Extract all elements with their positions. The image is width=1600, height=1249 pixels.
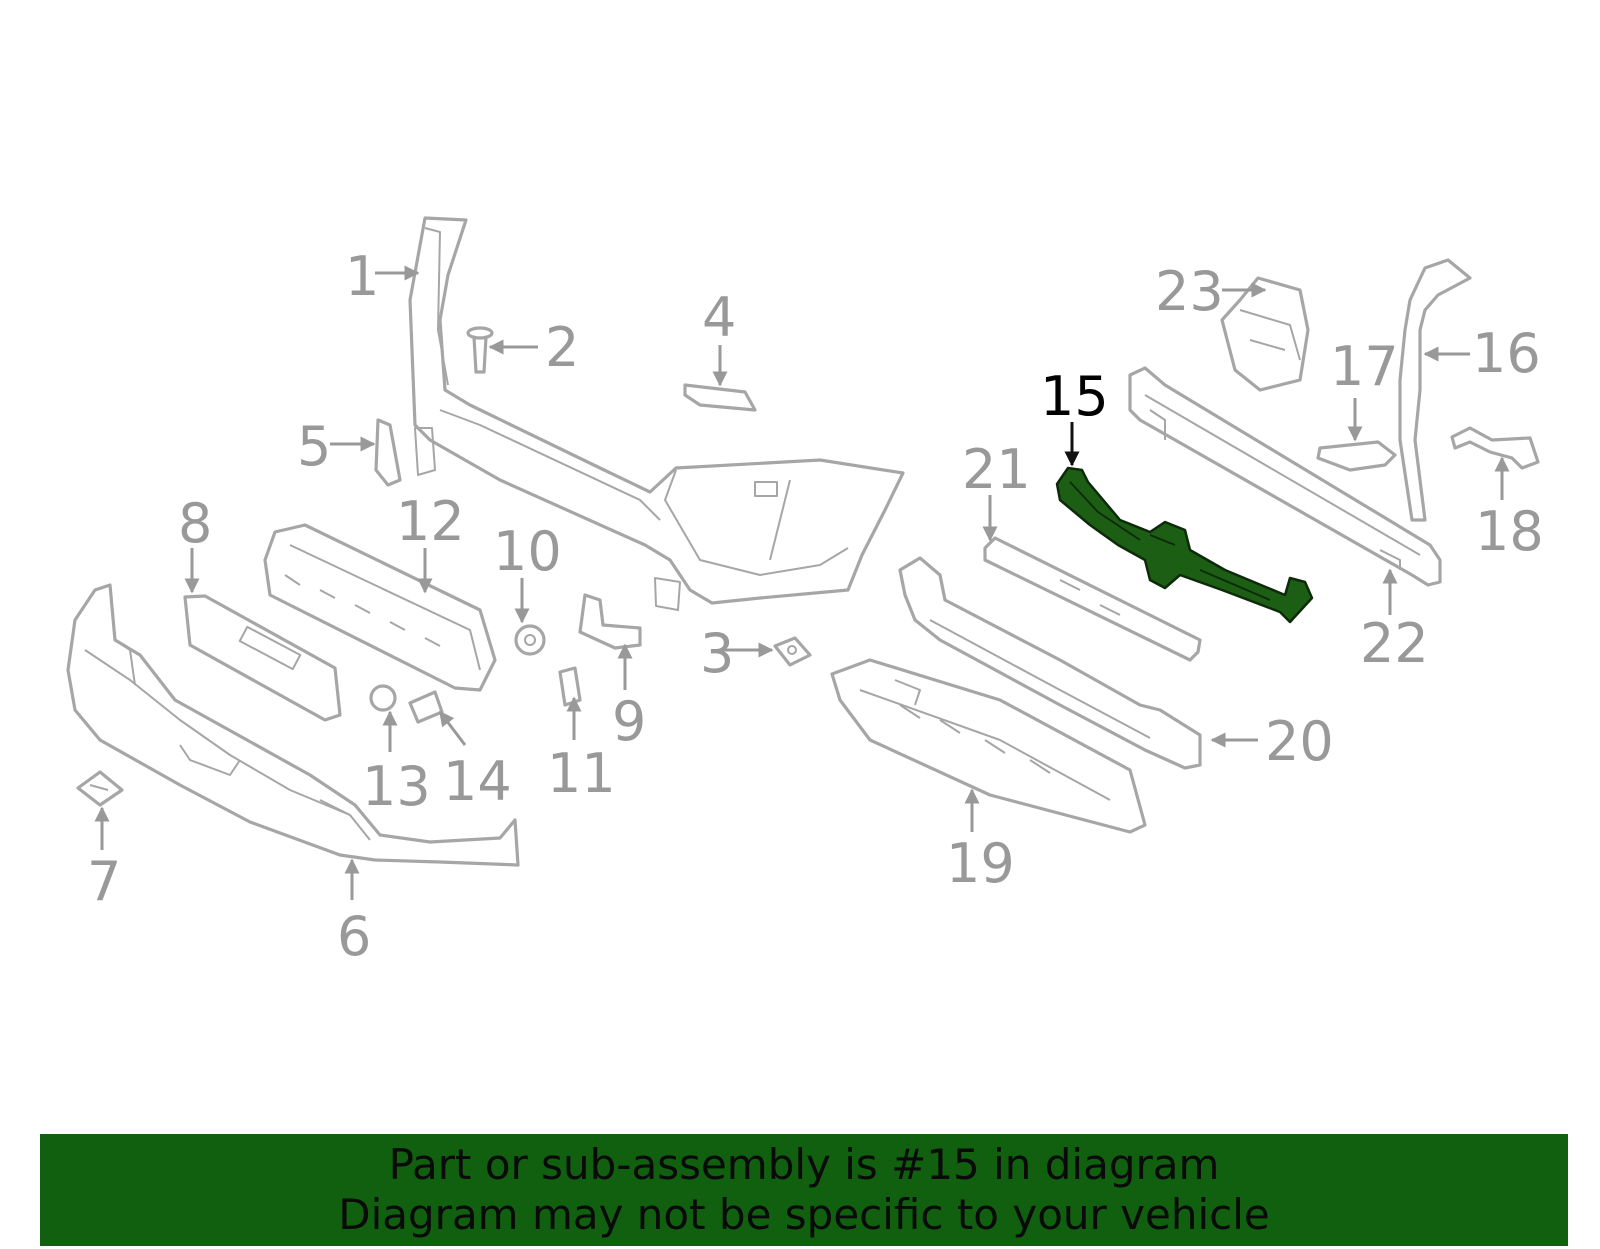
part-18-bracket: [1450, 426, 1540, 470]
callout-21: 21: [962, 438, 1031, 501]
part-5-reflector: [374, 418, 402, 487]
part-6-lower-bumper: [66, 583, 520, 867]
callout-10: 10: [493, 520, 562, 583]
part-12-grille-carrier: [263, 523, 497, 692]
callout-18: 18: [1475, 500, 1544, 563]
part-7-clip: [76, 770, 124, 807]
callout-5: 5: [297, 415, 331, 478]
leader-14: [438, 710, 467, 746]
callout-15: 15: [1040, 365, 1109, 428]
part-23-bracket: [1220, 276, 1310, 392]
callout-12: 12: [396, 490, 465, 553]
callout-7: 7: [87, 850, 121, 913]
info-banner: Part or sub-assembly is #15 in diagram D…: [40, 1134, 1568, 1246]
part-10-grommet: [514, 624, 546, 656]
leader-lines: [94, 265, 1510, 900]
callout-2: 2: [545, 316, 579, 379]
part-17-bracket: [1316, 440, 1397, 472]
callout-8: 8: [178, 492, 212, 555]
part-13-grommet: [369, 684, 397, 712]
callout-17: 17: [1330, 335, 1399, 398]
part-2-push-pin: [466, 326, 494, 374]
part-14-block: [408, 690, 444, 724]
callout-labels: 1 2 3 4 5 6 7 8 9 10 11 12 13 14 15 16 1…: [87, 245, 1544, 968]
part-1-bumper-cover: [408, 216, 905, 611]
part-20-absorber: [898, 556, 1202, 770]
callout-19: 19: [946, 832, 1015, 895]
callout-1: 1: [345, 245, 379, 308]
part-22-reinforcement-beam: [1128, 366, 1442, 587]
part-19-undertray: [830, 658, 1147, 834]
banner-line-part-number: Part or sub-assembly is #15 in diagram: [388, 1140, 1220, 1189]
part-16-bracket: [1398, 258, 1472, 522]
callout-23: 23: [1155, 260, 1224, 323]
callout-3: 3: [700, 622, 734, 685]
callout-20: 20: [1265, 710, 1334, 773]
part-15-reinforcement-highlighted: [1055, 466, 1314, 624]
banner-line-disclaimer: Diagram may not be specific to your vehi…: [338, 1190, 1270, 1239]
part-11-clip: [558, 666, 582, 707]
callout-11: 11: [547, 742, 616, 805]
callout-14: 14: [443, 750, 512, 813]
callout-16: 16: [1472, 322, 1541, 385]
callout-22: 22: [1360, 612, 1429, 675]
part-4-bracket: [683, 383, 757, 412]
callout-13: 13: [362, 755, 431, 818]
callout-4: 4: [702, 286, 736, 349]
part-3-clip: [773, 636, 812, 667]
callout-9: 9: [612, 690, 646, 753]
part-8-plate: [183, 594, 342, 722]
callout-6: 6: [337, 905, 371, 968]
part-9-bracket: [578, 593, 642, 650]
